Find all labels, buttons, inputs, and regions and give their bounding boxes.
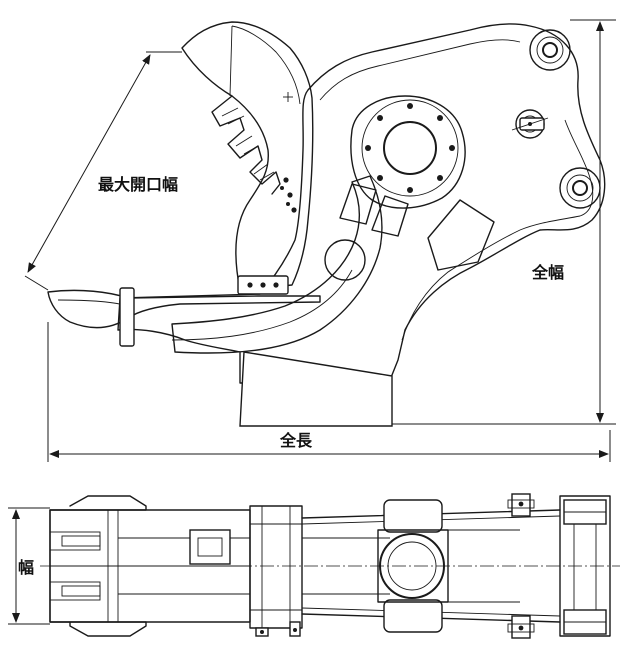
total-length-label: 全長 <box>279 431 313 450</box>
upper-pin <box>529 29 571 71</box>
side-view: 最大開口幅 全幅 全長 <box>24 19 616 462</box>
top-pivot <box>377 499 449 633</box>
top-right-bracket-parts <box>563 499 607 635</box>
jaw-clamp <box>119 287 135 347</box>
upper-jaw-inner <box>229 25 301 105</box>
top-jaw-clamp-inner <box>197 537 223 557</box>
lower-pin <box>559 167 601 209</box>
body-inner-outline <box>319 39 594 341</box>
jaw-edge-bolts <box>280 177 297 213</box>
width-label: 幅 <box>18 558 34 577</box>
lower-jaw-edge <box>57 299 129 307</box>
top-jaw-fingers <box>49 510 250 622</box>
top-bolts-upper <box>507 493 535 517</box>
round-hole <box>324 239 366 281</box>
arm-link-lower <box>171 269 353 341</box>
center-hub <box>350 95 466 209</box>
lower-bolts <box>247 282 279 288</box>
top-housing-lines <box>250 506 302 628</box>
upper-jaw-teeth <box>211 95 281 195</box>
slot-2 <box>371 195 409 237</box>
hydraulic-fitting <box>511 109 549 139</box>
body-plate <box>117 23 606 384</box>
top-jaw-clamp <box>189 529 231 565</box>
top-housing <box>249 505 303 629</box>
lower-jaw <box>47 289 321 329</box>
top-right-bracket <box>559 495 611 637</box>
top-housing-fittings <box>255 621 301 637</box>
upper-jaw-teeth-hatch <box>221 107 275 181</box>
upper-jaw <box>181 21 314 291</box>
max-opening-dimension-line <box>27 54 151 273</box>
arm-link <box>171 175 383 354</box>
max-opening-extension-bottom <box>24 275 49 291</box>
total-width-label: 全幅 <box>531 263 564 282</box>
slot-3 <box>427 199 495 271</box>
slot-1 <box>339 183 377 225</box>
max-opening-label: 最大開口幅 <box>98 175 178 194</box>
top-view: 幅 <box>8 493 620 639</box>
top-bolts-lower <box>507 615 535 639</box>
lower-block <box>239 351 393 427</box>
